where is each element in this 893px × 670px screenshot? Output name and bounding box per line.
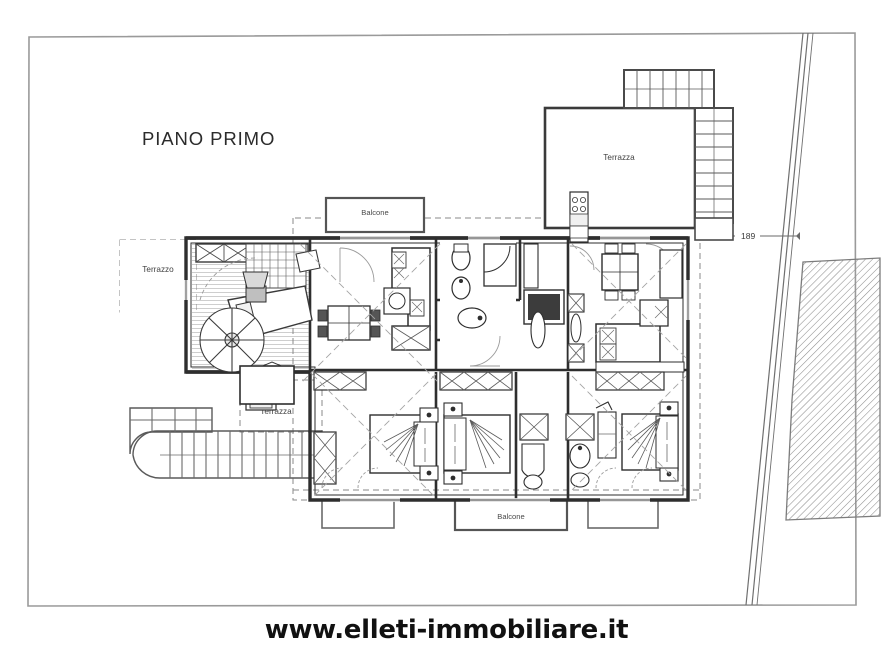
kitchen-upper-right	[567, 191, 675, 363]
upper-right-terrace: Terrazza	[543, 106, 697, 230]
terrazza-lower-left-label: Terrazza	[260, 407, 292, 416]
footer-website-url: www.elleti-immobiliare.it	[264, 615, 629, 645]
site-boundary-lines	[745, 32, 814, 606]
bedroom-right	[595, 401, 679, 489]
external-staircase-right	[694, 107, 734, 241]
diagonal-construction-lines	[299, 243, 687, 499]
tile-cabinet-runs	[313, 371, 665, 485]
spiral-staircase	[199, 307, 265, 373]
terrazzo-left: Terrazzo	[120, 240, 196, 314]
dining-set-left	[317, 305, 381, 341]
curved-external-stair	[129, 407, 323, 479]
page-title: PIANO PRIMO	[142, 128, 276, 149]
dimension-189-text: 189	[741, 231, 755, 241]
terrazzo-left-label: Terrazzo	[142, 265, 174, 274]
bathroom-upper-center	[440, 242, 517, 367]
bedroom-left	[321, 407, 439, 489]
terrazza-lower-left: Terrazza	[260, 407, 292, 416]
hatched-parcel	[785, 257, 881, 521]
balcone-top-label: Balcone	[361, 208, 388, 217]
balcone-bottom: Balcone	[453, 498, 569, 532]
bathrooms-bottom	[519, 401, 617, 490]
external-staircase-top	[623, 69, 715, 109]
balcone-top: Balcone	[324, 196, 426, 234]
wardrobe-center	[523, 243, 565, 349]
window-frames	[185, 237, 689, 501]
balcony-slabs-bottom	[321, 499, 659, 529]
room-center-living	[339, 247, 431, 351]
terrace-upper-right-label: Terrazza	[603, 153, 635, 162]
sheet-frame	[27, 32, 857, 607]
bedroom-center	[443, 402, 511, 485]
balcone-bottom-label: Balcone	[497, 512, 524, 521]
room-left-living	[192, 243, 321, 373]
entry-block	[239, 365, 295, 405]
